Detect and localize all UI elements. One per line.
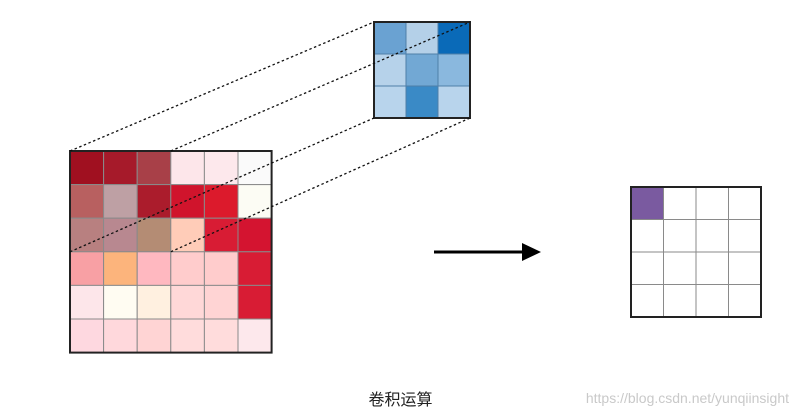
input-cell	[136, 217, 172, 253]
input-cell	[237, 318, 273, 354]
input-cell	[170, 251, 205, 286]
projection-line	[170, 21, 471, 152]
input-cell	[203, 184, 239, 219]
output-cell	[695, 284, 729, 318]
output-cell	[695, 186, 729, 220]
output-cell	[630, 284, 664, 318]
output-cell	[663, 251, 697, 285]
kernel-cell	[405, 85, 439, 119]
input-cell	[170, 184, 205, 219]
input-cell	[136, 284, 172, 320]
input-cell	[103, 150, 138, 186]
input-cell	[237, 150, 273, 186]
input-cell	[136, 251, 172, 286]
output-cell	[695, 219, 729, 253]
input-cell	[170, 150, 205, 186]
input-cell	[237, 184, 273, 219]
input-cell	[203, 150, 239, 186]
caption: 卷积运算	[368, 390, 433, 409]
input-cell	[103, 318, 138, 354]
input-cell	[170, 318, 205, 354]
input-cell	[237, 284, 273, 320]
output-cell	[728, 251, 762, 285]
kernel-cell	[405, 53, 439, 87]
input-cell	[203, 217, 239, 253]
kernel-border	[373, 21, 471, 119]
kernel-cell	[373, 21, 407, 55]
input-cell	[203, 318, 239, 354]
output-cell	[663, 219, 697, 253]
kernel-cell	[437, 53, 471, 87]
arrow-head	[522, 243, 541, 261]
kernel-cell	[373, 53, 407, 87]
input-cell	[69, 318, 105, 354]
kernel-cell	[437, 21, 471, 55]
watermark: https://blog.csdn.net/yunqiinsight	[585, 390, 789, 406]
input-cell	[103, 217, 138, 253]
input-cell	[136, 184, 172, 219]
input-cell	[136, 318, 172, 354]
output-cell	[630, 186, 664, 220]
output-cell	[663, 284, 697, 318]
output-cell	[728, 284, 762, 318]
input-cell	[103, 284, 138, 320]
output-cell	[630, 251, 664, 285]
input-cell	[237, 217, 273, 253]
kernel-cell	[373, 85, 407, 119]
output-cell	[728, 186, 762, 220]
input-cell	[103, 184, 138, 219]
output-grid-border	[630, 186, 762, 318]
input-cell	[237, 251, 273, 286]
kernel-cell	[437, 85, 471, 119]
input-cell	[103, 251, 138, 286]
input-cell	[203, 251, 239, 286]
input-cell	[69, 217, 105, 253]
projection-line	[69, 117, 375, 253]
input-cell	[203, 284, 239, 320]
input-cell	[69, 184, 105, 219]
output-cell	[630, 219, 664, 253]
input-cell	[69, 251, 105, 286]
input-cell	[170, 217, 205, 253]
input-cell	[69, 284, 105, 320]
input-cell	[69, 150, 105, 186]
output-cell	[728, 219, 762, 253]
projection-line	[69, 21, 375, 152]
output-cell	[663, 186, 697, 220]
output-cell	[695, 251, 729, 285]
input-cell	[136, 150, 172, 186]
input-cell	[170, 284, 205, 320]
